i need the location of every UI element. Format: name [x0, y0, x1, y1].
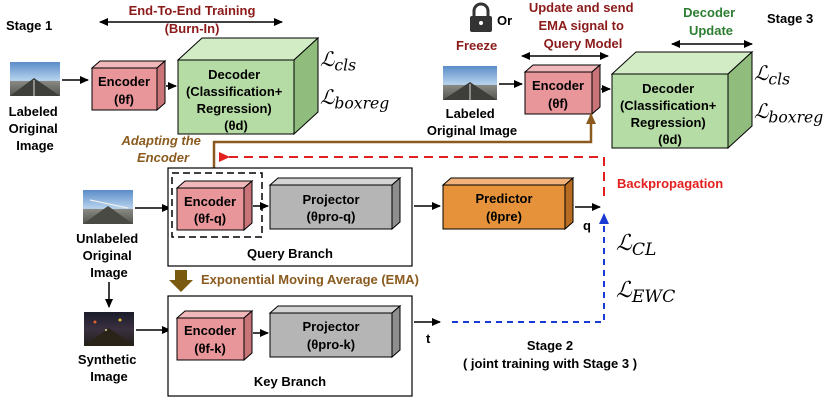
stage1-labeled-image [10, 62, 60, 96]
query-projector-name: Projector [302, 192, 359, 207]
synthetic-image [84, 312, 134, 346]
stage3-freeze-label: Freeze [456, 38, 497, 53]
stage1-decoder-box [176, 36, 320, 136]
stage3-or-label: Or [497, 13, 512, 28]
key-projector-box [268, 304, 402, 359]
stage3-loss-boxreg: ℒboxreg [754, 99, 823, 126]
stage3-image-caption: Labeled Original Image [427, 106, 517, 138]
stage1-encoder-name: Encoder [98, 74, 150, 89]
adapting-encoder-arrow [212, 113, 596, 174]
backprop-arrow [219, 152, 605, 196]
synthetic-caption: Synthetic Image [78, 352, 140, 384]
adapting-encoder-label: Adapting the Encoder [120, 133, 204, 165]
query-projector-param: (θpro-q) [307, 209, 356, 224]
t-label: t [426, 331, 431, 346]
query-branch-label: Query Branch [247, 246, 333, 261]
predictor-name: Predictor [475, 191, 532, 206]
ema-down-arrow [169, 270, 193, 292]
predictor-param: (θpre) [486, 209, 522, 224]
stage1-encoder-box [90, 59, 167, 112]
lock-icon [470, 2, 492, 32]
query-encoder-name: Encoder [184, 194, 236, 209]
loss-cl: ℒCL [616, 231, 656, 260]
stage1-decoder-label: Decoder (Classification+ Regression) (θd… [186, 67, 286, 133]
stage1-loss-cls: ℒcls [320, 47, 356, 74]
stage1-loss-boxreg: ℒboxreg [320, 85, 389, 112]
query-encoder-box [175, 179, 254, 232]
key-to-loss-arrow [452, 213, 609, 323]
stage1-training-line2: (Burn-In) [165, 21, 220, 36]
stage2-subtitle: ( joint training with Stage 3 ) [463, 356, 637, 371]
query-projector-box [268, 176, 402, 231]
stage3-labeled-image [443, 66, 497, 100]
loss-ewc: ℒEWC [616, 278, 675, 307]
key-encoder-param: (θf-k) [194, 341, 226, 356]
stage3-encoder-box [523, 63, 602, 116]
unlabeled-image [83, 190, 133, 224]
q-label: q [583, 218, 591, 233]
key-encoder-box [175, 309, 254, 362]
stage1-title: Stage 1 [6, 18, 52, 33]
stage3-loss-cls: ℒcls [754, 61, 790, 88]
key-projector-name: Projector [302, 319, 359, 334]
key-encoder-name: Encoder [184, 323, 236, 338]
predictor-box [441, 176, 575, 231]
stage3-update-label: Update and send EMA signal to Query Mode… [529, 0, 637, 51]
key-branch-label: Key Branch [254, 374, 326, 389]
stage3-decoder-label: Decoder (Classification+ Regression) (θd… [620, 81, 720, 147]
stage2-title: Stage 2 [527, 338, 573, 353]
ema-label: Exponential Moving Average (EMA) [201, 272, 419, 287]
stage1-training-line1: End-To-End Training [129, 3, 256, 18]
stage3-encoder-name: Encoder [532, 78, 584, 93]
stage3-decoder-box [610, 50, 754, 150]
backprop-label: Backpropagation [617, 176, 723, 191]
stage3-decoder-update-label: Decoder Update [683, 5, 739, 38]
unlabeled-caption: Unlabeled Original Image [76, 231, 142, 280]
stage1-encoder-param: (θf) [114, 92, 134, 107]
key-projector-param: (θpro-k) [307, 337, 355, 352]
query-encoder-param: (θf-q) [194, 211, 226, 226]
stage1-image-caption: Labeled Original Image [9, 104, 62, 153]
stage3-title: Stage 3 [767, 11, 813, 26]
stage3-encoder-param: (θf) [548, 96, 568, 111]
